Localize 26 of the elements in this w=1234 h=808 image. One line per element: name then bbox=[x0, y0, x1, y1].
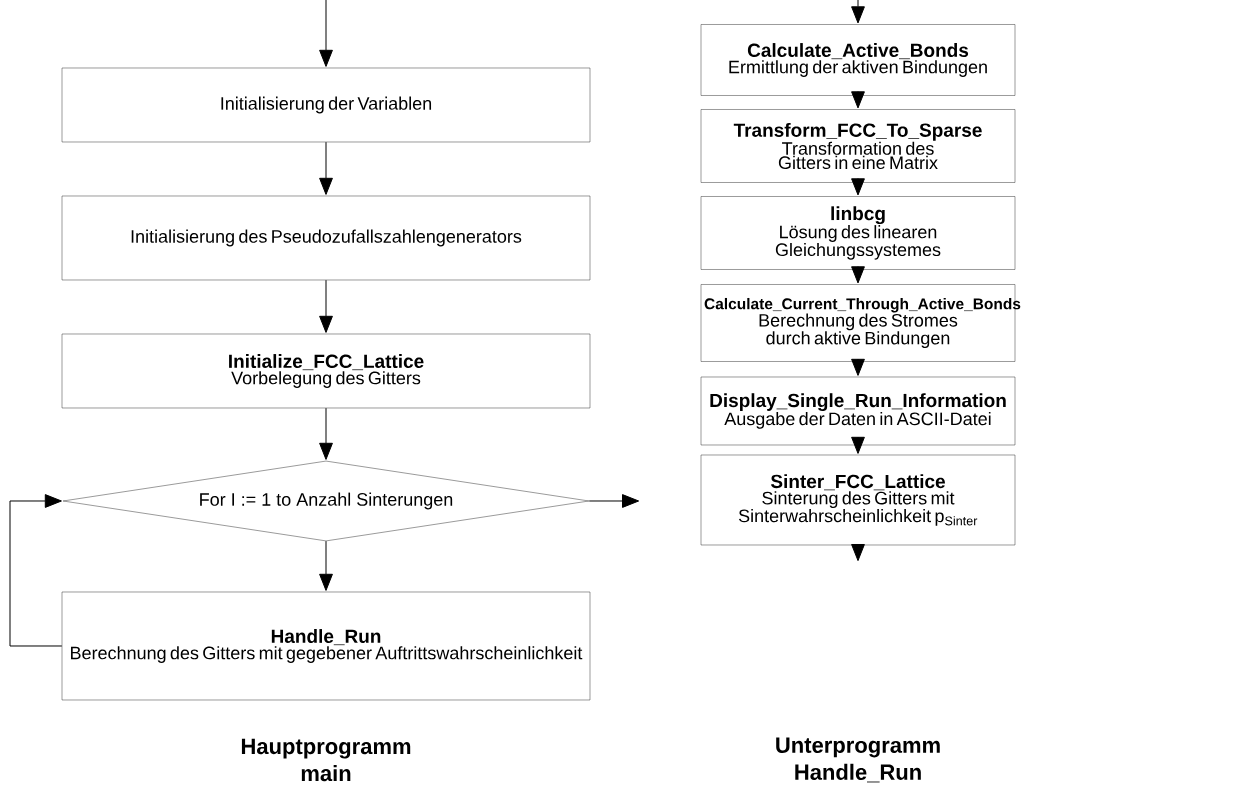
arrow bbox=[851, 0, 865, 24]
arrow bbox=[319, 407, 333, 460]
arrow bbox=[319, 540, 333, 591]
arrow bbox=[851, 266, 865, 284]
arrow bbox=[851, 358, 865, 376]
process-box: Display_Single_Run_Information Ausgabe der Daten in ASCII-Datei bbox=[700, 376, 1016, 446]
arrow bbox=[9, 494, 63, 647]
process-box: Transform_FCC_To_Sparse Transformation des Gitters in eine Matrix bbox=[700, 109, 1016, 183]
process-box: Calculate_Current_Through_Active_Bonds Berechnung des Stromes durch aktive Bindungen bbox=[700, 284, 1021, 362]
caption: Unterprogramm Handle_Run bbox=[776, 737, 940, 783]
process-box: Handle_Run Berechnung des Gitters mit gegebener Auftrittswahrscheinlichkeit bbox=[61, 591, 591, 701]
process-box: Initialize_FCC_Lattice Vorbelegung des Gitters bbox=[61, 333, 591, 409]
arrow bbox=[319, 0, 333, 67]
caption: Hauptprogramm main bbox=[241, 738, 411, 782]
arrow bbox=[851, 436, 865, 454]
arrow bbox=[851, 543, 865, 562]
process-box: linbcg Lösung des linearen Gleichungssystemes bbox=[700, 196, 1016, 270]
arrow bbox=[319, 141, 333, 195]
arrow bbox=[588, 494, 640, 508]
arrow bbox=[851, 91, 865, 109]
arrow bbox=[851, 178, 865, 196]
arrow bbox=[319, 279, 333, 333]
process-box: Calculate_Active_Bonds Ermittlung der aktiven Bindungen bbox=[700, 24, 1016, 96]
process-box: Sinter_FCC_Lattice Sinterung des Gitters mit Sinterwahrscheinlichkeit p$_{Sinter}$ bbox=[700, 454, 1016, 546]
process-box: Initialisierung des Pseudozufallszahlengenerators bbox=[61, 195, 591, 281]
process-box: Initialisierung der Variablen bbox=[61, 67, 591, 143]
